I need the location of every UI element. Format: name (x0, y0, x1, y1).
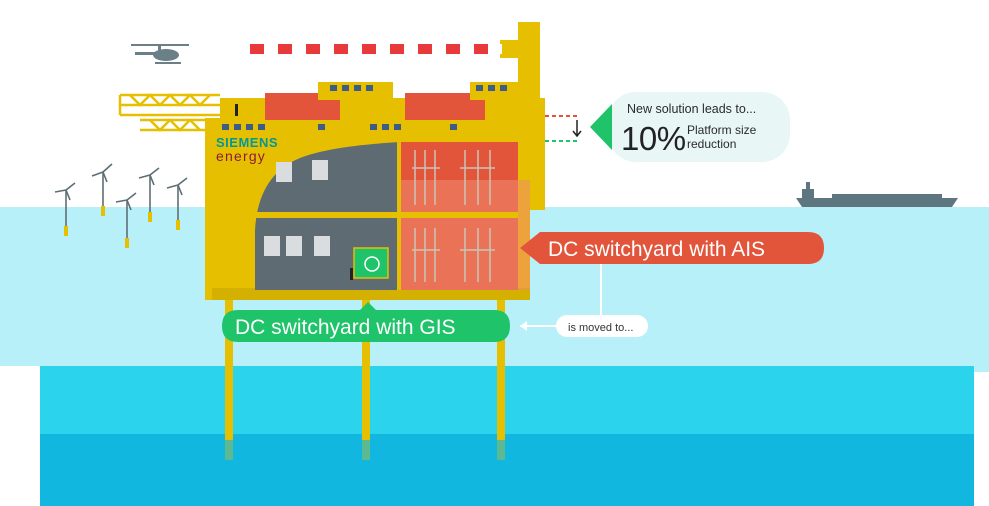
ais-tag-label: DC switchyard with AIS (548, 238, 766, 261)
gis-tag-label: DC switchyard with GIS (235, 316, 456, 339)
callout-description: Platform size reduction (687, 123, 757, 151)
sea-surface (40, 366, 974, 436)
brand-subname: energy (216, 148, 267, 164)
worker-figure (235, 104, 238, 116)
sea-surface-left (0, 366, 40, 506)
callout-bubble (608, 92, 790, 162)
ais-equipment (412, 150, 495, 282)
crane-boom (250, 44, 502, 54)
module-windows (222, 85, 507, 130)
brand-name: SIEMENS (216, 135, 279, 150)
arrow-left-icon (364, 256, 380, 272)
moved-pill (556, 315, 648, 337)
wind-turbine-icon (54, 163, 188, 245)
turbine-bases (64, 206, 180, 248)
tanker-ship-icon (796, 182, 958, 207)
crane-cab (500, 40, 530, 58)
arrow-down-icon (572, 120, 582, 138)
helideck-truss (118, 93, 220, 132)
wall-divider (397, 142, 401, 290)
converter-cabinets (264, 160, 330, 256)
platform-base (212, 288, 530, 300)
platform-legs (225, 300, 505, 440)
gis-module (353, 247, 389, 279)
crane-tower (518, 22, 540, 118)
leg-reflections (225, 440, 505, 460)
callout-percent: 10% (621, 120, 686, 157)
sea-deep (40, 434, 974, 506)
worker-figure-2 (350, 268, 353, 280)
brand-logo: SIEMENS energy (216, 136, 278, 163)
gis-tag-shape (222, 302, 510, 342)
arrow-left-icon (520, 321, 527, 331)
callout-lead-text: New solution leads to... (627, 102, 757, 116)
ais-tag-shape (520, 232, 824, 264)
callout-pointer (590, 104, 612, 150)
helicopter-icon (131, 44, 189, 64)
moved-to-label: is moved to... (568, 322, 634, 334)
deck-divider (255, 212, 518, 218)
